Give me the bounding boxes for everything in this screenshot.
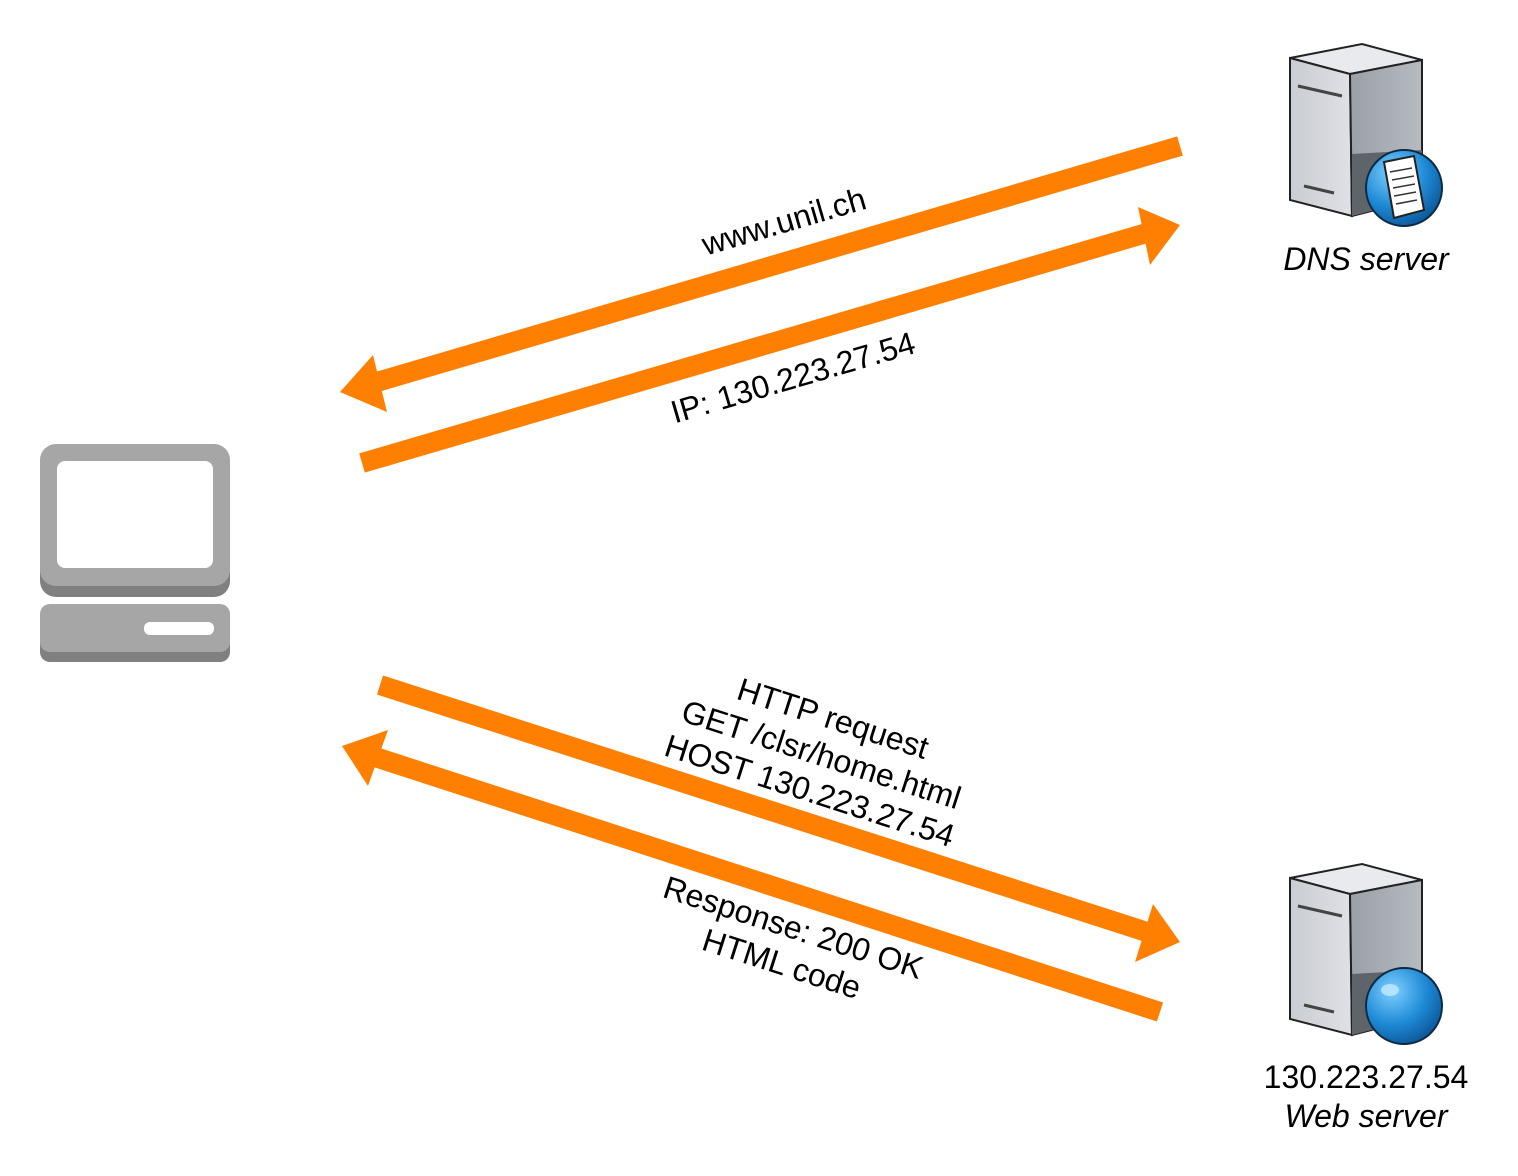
http-response-arrow <box>342 730 1164 1022</box>
dns-query-arrow <box>340 136 1183 412</box>
web-server-ip: 130.223.27.54 <box>1264 1059 1469 1095</box>
web-server-icon <box>1289 862 1443 1045</box>
dns-server-icon <box>1289 42 1443 227</box>
dns-server-label: DNS server <box>1283 241 1450 277</box>
http-request-arrow <box>376 675 1180 962</box>
dns-answer-arrow <box>359 207 1180 473</box>
web-server-label: Web server <box>1284 1098 1448 1134</box>
desktop-computer-icon <box>40 444 230 662</box>
